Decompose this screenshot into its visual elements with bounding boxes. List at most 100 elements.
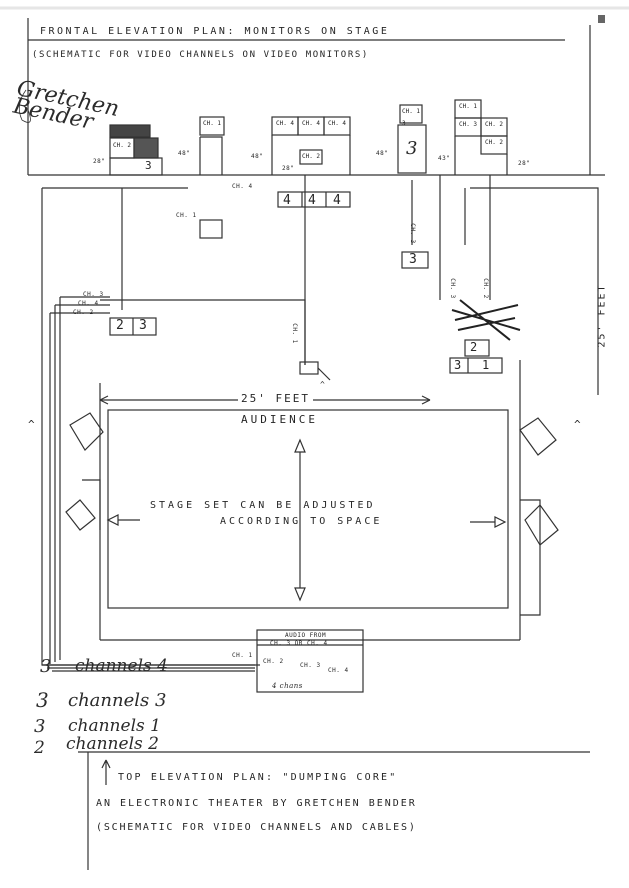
elev-monitor-ch4-c xyxy=(323,116,351,136)
legend-text: channels 1 xyxy=(68,716,161,736)
left-cable-down xyxy=(49,297,61,664)
plan-ch1-label: CH. 1 xyxy=(176,212,197,219)
elev-stand-1 xyxy=(109,157,163,176)
plan-monitors-top-row xyxy=(277,191,351,208)
elev-label: CH. 4 xyxy=(301,120,321,127)
plan-monitor-3-num: 3 xyxy=(409,252,419,267)
elev-height-2: 48" xyxy=(178,150,191,157)
legend-text: channels 3 xyxy=(68,690,167,711)
elev-stand-5 xyxy=(454,136,508,175)
dimension-width-label: 25' FEET xyxy=(238,392,313,405)
scribbled-monitor xyxy=(109,124,151,138)
stage-inner-top xyxy=(100,299,306,365)
leader-line xyxy=(317,367,331,381)
speaker-left-top xyxy=(69,412,104,451)
plan-top-monitor-num: 4 xyxy=(333,193,343,208)
audio-box-line1: AUDIO FROM xyxy=(285,632,327,639)
right-side-panel xyxy=(520,499,541,616)
stage-note-line1: STAGE SET CAN BE ADJUSTED xyxy=(150,500,376,511)
bottom-cables xyxy=(42,664,255,672)
legend-count: 3 xyxy=(40,656,52,677)
right-arrowhead xyxy=(494,516,507,528)
elev-label: CH. 4 xyxy=(327,120,347,127)
audience-label: AUDIENCE xyxy=(241,413,318,426)
elev-label: CH. 2 xyxy=(112,142,132,149)
audio-box xyxy=(256,629,364,693)
legend-count: 3 xyxy=(36,688,49,712)
plan-right-monitor-num: 3 xyxy=(454,358,464,372)
header-subtitle: (SCHEMATIC FOR VIDEO CHANNELS ON VIDEO M… xyxy=(32,50,369,60)
audio-box-ch4: CH. 4 xyxy=(328,667,349,674)
speaker-right-bottom xyxy=(524,504,559,546)
plan-ch2-left: CH. 2 xyxy=(73,309,94,316)
elev-number: 3 xyxy=(402,120,408,127)
footer-line2: AN ELECTRONIC THEATER BY GRETCHEN BENDER xyxy=(96,798,417,809)
dimension-depth-label: 25' FEET xyxy=(596,283,608,348)
audience-area xyxy=(107,409,509,609)
plan-right-monitor-num: 2 xyxy=(470,340,480,354)
elev-label: CH. 2 xyxy=(484,139,504,146)
elev-label: CH. 3 xyxy=(458,121,478,128)
elev-label: CH. 1 xyxy=(458,103,478,110)
legend-count: 3 xyxy=(34,716,46,737)
plan-top-monitor-num: 4 xyxy=(308,193,318,208)
plan-monitors-right xyxy=(449,357,503,374)
plan-monitor-3 xyxy=(401,251,429,269)
elev-number: 3 xyxy=(406,138,420,159)
elev-height-1: 28" xyxy=(93,158,106,165)
plan-ch2-right: CH. 2 xyxy=(481,278,489,299)
speaker-right-top xyxy=(519,417,557,456)
elev-height-4: 28" xyxy=(282,165,295,172)
elev-height-7: 28" xyxy=(518,160,531,167)
plan-monitor-2 xyxy=(464,339,490,357)
plan-monitor-ch1 xyxy=(199,219,223,239)
plan-top-monitor-num: 4 xyxy=(283,193,293,208)
footer-line3: (SCHEMATIC FOR VIDEO CHANNELS AND CABLES… xyxy=(96,822,417,833)
stage-note-line2: ACCORDING TO SPACE xyxy=(220,516,383,527)
plan-ch3-right: CH. 3 xyxy=(448,278,456,299)
plan-ch3-left: CH. 3 xyxy=(83,291,104,298)
elev-monitor-scribbled xyxy=(133,137,159,159)
caret-mark: ^ xyxy=(28,418,37,431)
left-side-panel xyxy=(82,479,101,530)
plan-left-monitor-num: 2 xyxy=(116,318,126,333)
elev-stand-2 xyxy=(199,136,223,175)
elev-stand-3 xyxy=(271,135,351,175)
audio-box-ch3: CH. 3 xyxy=(300,662,321,669)
header-title: FRONTAL ELEVATION PLAN: MONITORS ON STAG… xyxy=(40,26,390,37)
legend-count: 2 xyxy=(34,738,45,758)
plan-ch3-vertical: CH. 3 xyxy=(408,223,416,244)
caret-mark: ^ xyxy=(574,418,583,431)
elev-monitor-ch1-low xyxy=(299,149,323,165)
footer-up-arrow xyxy=(101,759,111,785)
audio-box-line2: CH. 3 OR CH. 4 xyxy=(270,640,328,647)
elev-monitor-ch2-b xyxy=(480,135,508,155)
elev-label: CH. 4 xyxy=(275,120,295,127)
elev-monitor-ch1-crossed xyxy=(399,104,423,124)
plan-ch4-left: CH. 4 xyxy=(78,300,99,307)
elev-label: CH. 2 xyxy=(301,153,321,160)
caret-mark: ^ xyxy=(320,380,327,389)
audio-box-chans: 4 chans xyxy=(272,682,303,690)
right-scribble xyxy=(451,299,521,341)
left-arrowhead xyxy=(106,514,119,526)
plan-ch1-center: CH. 1 xyxy=(290,323,298,344)
elev-label: CH. 1 xyxy=(202,120,222,127)
speaker-left-bottom xyxy=(65,499,96,531)
plan-right-monitor-num: 1 xyxy=(482,358,492,372)
audio-box-ch2: CH. 2 xyxy=(263,658,284,665)
vertical-arrowheads xyxy=(294,438,306,602)
audio-box-ch1: CH. 1 xyxy=(232,652,253,659)
elev-height-6: 43" xyxy=(438,155,451,162)
room-left-wall xyxy=(41,188,260,666)
legend-text: channels 4 xyxy=(75,656,168,676)
elev-number: 3 xyxy=(145,159,154,172)
plan-monitor-center xyxy=(299,361,319,375)
plan-ch4-top: CH. 4 xyxy=(232,183,253,190)
corner-mark xyxy=(598,15,605,23)
plan-left-monitor-num: 3 xyxy=(139,318,149,333)
elev-height-5: 48" xyxy=(376,150,389,157)
elev-label: CH. 1 xyxy=(401,108,421,115)
room-top-wall-right xyxy=(470,187,599,238)
